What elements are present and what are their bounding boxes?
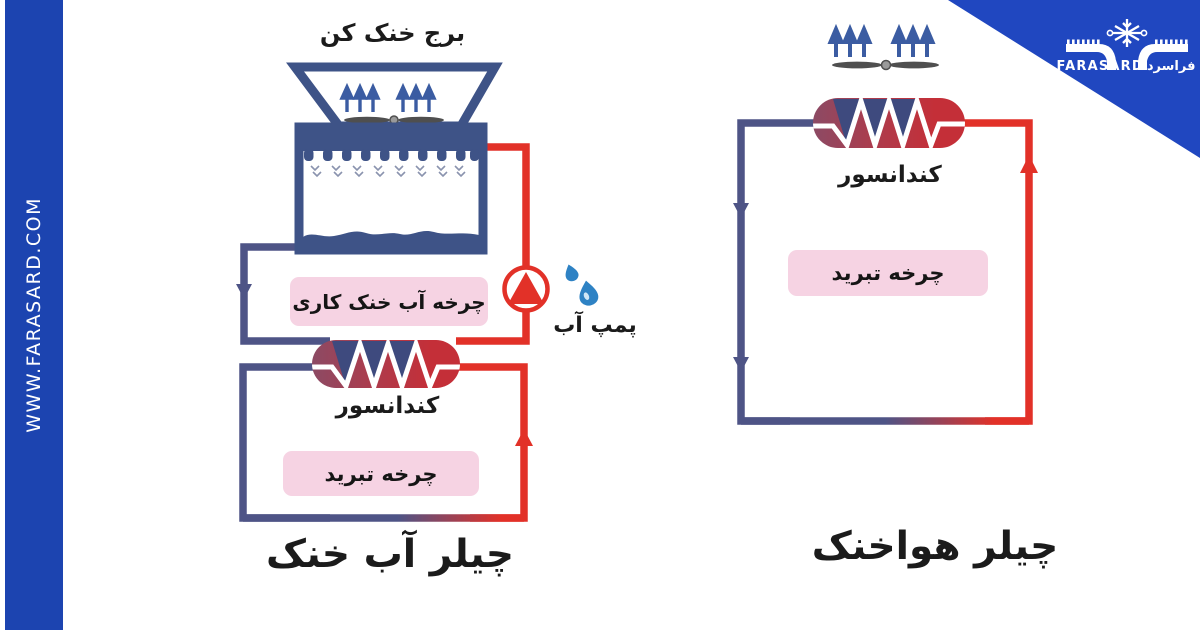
flow-arrow-down-icon — [236, 284, 252, 299]
right-refrigeration-cycle-label: چرخه تبرید — [788, 250, 988, 296]
logo-triangle-background — [948, 0, 1200, 158]
right-diagram-title: چیلر هواخنک — [811, 524, 1059, 569]
left-refrigeration-cycle-label: چرخه تبرید — [283, 451, 479, 496]
air-flow-arrows-icon — [827, 23, 936, 57]
right-refrigeration-loop-pipes — [733, 119, 1038, 425]
basin-water — [303, 230, 479, 250]
water-spray-icon — [310, 165, 466, 178]
right-condenser-label: کندانسور — [838, 162, 942, 188]
flow-arrow-down-icon — [733, 203, 749, 218]
right-condenser-icon — [813, 98, 965, 148]
cooling-water-loop-pipes — [236, 143, 530, 345]
spray-nozzles-icon — [304, 149, 479, 161]
sidebar-url: WWW.FARASARD.COM — [23, 197, 45, 433]
flow-arrow-up-icon — [515, 429, 533, 446]
tower-air-arrows-icon — [339, 82, 437, 112]
flow-arrow-down-icon — [733, 357, 749, 372]
cooling-tower-icon — [286, 62, 503, 255]
pump-icon — [502, 265, 550, 313]
fan-blades-icon — [832, 59, 939, 71]
logo-brand-fa: فراسرد — [1146, 59, 1196, 74]
cooling-tower-label: برج خنک کن — [319, 19, 466, 47]
logo-brand-en: FARASARD — [1056, 59, 1144, 74]
cooling-water-cycle-label: چرخه آب خنک کاری — [290, 277, 488, 326]
logo-wordmark: FARASARD فراسرد — [1056, 59, 1196, 74]
logo-corner — [948, 0, 1200, 158]
left-diagram-title: چیلر آب خنک — [266, 532, 514, 577]
flow-arrow-up-icon — [1020, 155, 1038, 173]
left-condenser-icon — [312, 340, 460, 388]
tower-fan-icon — [344, 115, 444, 125]
pump-label: پمپ آب — [553, 313, 637, 338]
water-drop-icon — [565, 264, 599, 306]
snowflake-wrench-icon — [1106, 19, 1148, 47]
gear-band-icon — [1066, 39, 1188, 70]
sidebar-brand-bar: WWW.FARASARD.COM — [5, 0, 63, 630]
left-refrigeration-loop-pipes — [239, 363, 533, 522]
left-condenser-label: کندانسور — [335, 393, 440, 419]
